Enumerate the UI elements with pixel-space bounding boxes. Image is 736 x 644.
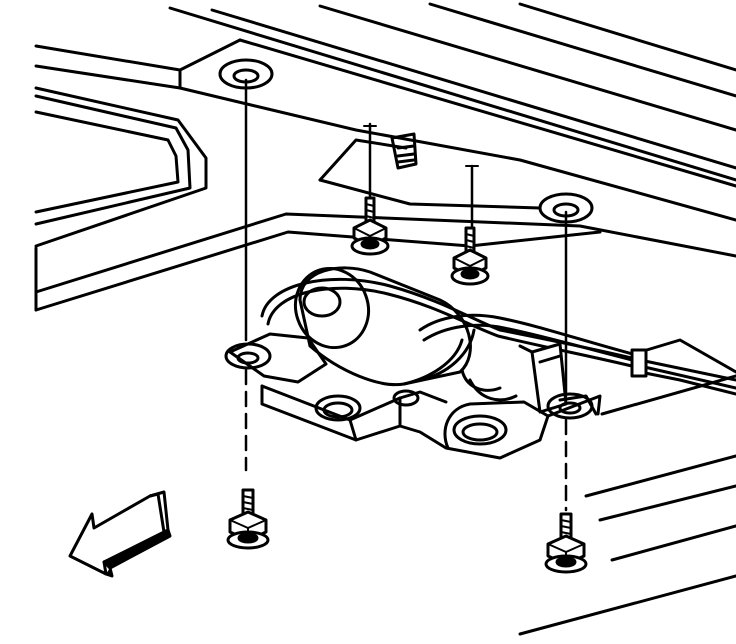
direction-arrow-icon xyxy=(68,490,172,578)
retainer-screw-right xyxy=(450,226,490,286)
roof-panel-lines xyxy=(34,2,736,222)
motor-assembly xyxy=(294,266,518,402)
screw-guide-marks xyxy=(363,125,479,167)
bracket-left-washer xyxy=(224,342,272,370)
retainer-screw-left xyxy=(350,196,390,256)
alignment-lines xyxy=(244,78,568,512)
bracket-ledge xyxy=(318,132,542,210)
wiring-harness xyxy=(260,277,736,396)
mounting-bolt-right xyxy=(544,512,588,574)
lower-floor-lines xyxy=(518,374,736,636)
mounting-bolt-left xyxy=(226,488,270,550)
mounting-bracket xyxy=(228,332,602,460)
bracket-right-washer xyxy=(546,392,594,420)
